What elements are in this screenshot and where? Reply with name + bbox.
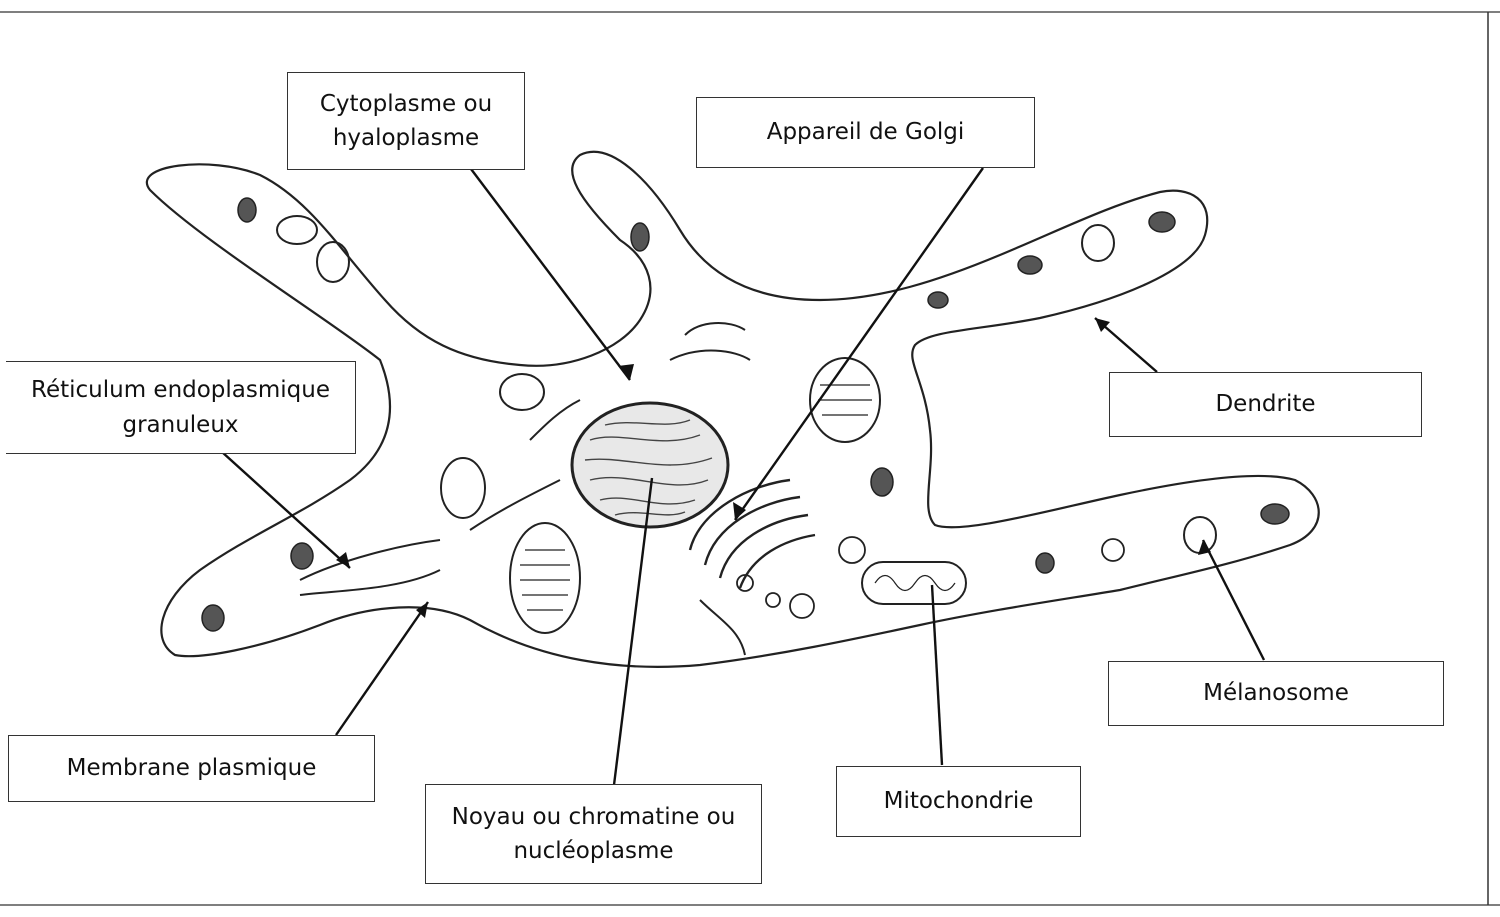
label-golgi: Appareil de Golgi bbox=[696, 97, 1035, 168]
arrow-heads bbox=[336, 318, 1211, 618]
label-noyau: Noyau ou chromatine ou nucléoplasme bbox=[425, 784, 762, 884]
arrow-head-cytoplasme bbox=[618, 364, 634, 380]
arrow-head-reticulum bbox=[336, 552, 350, 568]
label-mitochondrie: Mitochondrie bbox=[836, 766, 1081, 837]
label-cytoplasme: Cytoplasme ou hyaloplasme bbox=[287, 72, 525, 170]
leader-line-mitochondrie bbox=[932, 585, 942, 765]
leader-line-reticulum bbox=[222, 452, 350, 568]
leader-line-golgi bbox=[735, 168, 983, 520]
label-melanosome: Mélanosome bbox=[1108, 661, 1444, 726]
label-dendrite: Dendrite bbox=[1109, 372, 1422, 437]
leader-line-melanosome bbox=[1203, 540, 1264, 660]
leader-line-membrane bbox=[336, 602, 428, 735]
leader-line-cytoplasme bbox=[468, 165, 630, 380]
mitochondria bbox=[277, 216, 1216, 633]
label-membrane: Membrane plasmique bbox=[8, 735, 375, 802]
nucleus bbox=[572, 403, 728, 527]
label-reticulum: Réticulum endoplasmique granuleux bbox=[6, 361, 356, 454]
